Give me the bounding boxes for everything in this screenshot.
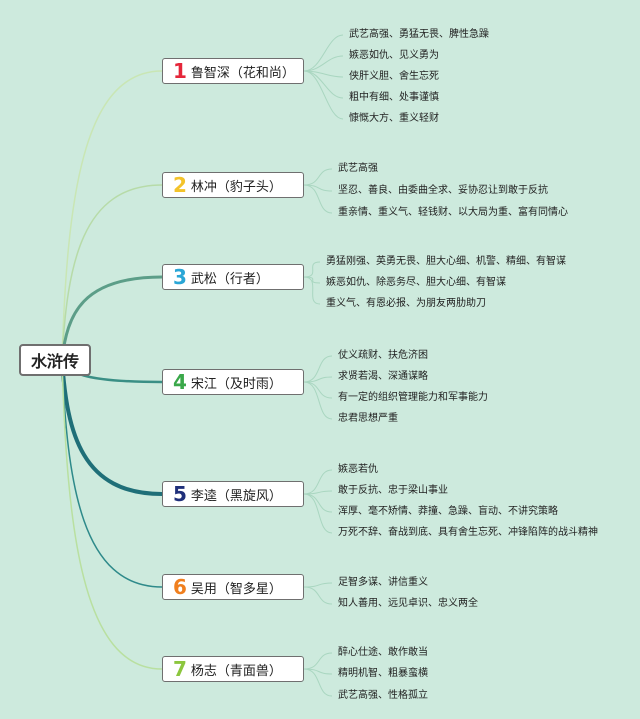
trait-text[interactable]: 武艺高强、性格孤立	[338, 690, 428, 701]
trait-text[interactable]: 仗义疏财、扶危济困	[338, 350, 428, 361]
trait-text[interactable]: 武艺高强	[338, 163, 378, 174]
trait-text[interactable]: 重亲情、重义气、轻钱财、以大局为重、富有同情心	[338, 207, 568, 218]
leaf-line	[303, 261, 321, 278]
leaf-line	[303, 582, 333, 588]
trait-text[interactable]: 浑厚、毫不矫情、莽撞、急躁、盲动、不讲究策略	[338, 506, 558, 517]
branch-line-5	[60, 359, 163, 496]
leaf-line	[303, 381, 333, 399]
hero-number: 6	[173, 575, 187, 599]
hero-name: 鲁智深（花和尚）	[190, 65, 295, 81]
branch-line-2	[61, 184, 163, 361]
leaf-line	[303, 469, 333, 495]
branch-line-1	[61, 70, 163, 361]
root-node[interactable]: 水浒传	[19, 344, 91, 376]
trait-text[interactable]: 有一定的组织管理能力和军事能力	[338, 392, 488, 403]
branch-line-7	[61, 359, 163, 670]
leaf-line	[303, 668, 333, 697]
branch-line-6	[61, 359, 163, 588]
leaf-line	[303, 34, 344, 72]
hero-name: 李逵（黑旋风）	[190, 488, 282, 504]
leaf-line	[303, 70, 344, 120]
trait-text[interactable]: 醉心仕途、敢作敢当	[338, 647, 428, 658]
trait-text[interactable]: 嫉恶若仇	[338, 464, 378, 475]
trait-text[interactable]: 慷慨大方、重义轻财	[349, 113, 439, 124]
trait-text[interactable]: 武艺高强、勇猛无畏、脾性急躁	[349, 29, 489, 40]
trait-text[interactable]: 精明机智、粗暴蛮横	[338, 668, 428, 679]
leaf-line	[303, 355, 333, 383]
hero-name: 林冲（豹子头）	[190, 179, 282, 195]
trait-text[interactable]: 求贤若渴、深通谋略	[338, 371, 428, 382]
root-title: 水浒传	[30, 352, 79, 371]
leaf-line	[303, 490, 333, 495]
hero-name: 吴用（智多星）	[190, 581, 282, 597]
leaf-line	[303, 652, 333, 670]
trait-text[interactable]: 重义气、有恩必报、为朋友两肋助刀	[326, 298, 486, 309]
trait-text[interactable]: 嫉恶如仇、见义勇为	[349, 50, 439, 61]
hero-name: 杨志（青面兽）	[190, 663, 282, 679]
trait-text[interactable]: 万死不辞、奋战到底、具有舍生忘死、冲锋陷阵的战斗精神	[338, 527, 598, 538]
hero-number: 1	[173, 59, 187, 83]
hero-number: 4	[173, 370, 187, 394]
trait-text[interactable]: 嫉恶如仇、除恶务尽、胆大心细、有智谋	[326, 277, 506, 288]
leaf-line	[303, 586, 333, 605]
leaf-line	[303, 381, 333, 420]
trait-text[interactable]: 坚忍、善良、由委曲全求、妥协忍让到敢于反抗	[338, 185, 548, 196]
leaf-line	[303, 168, 333, 186]
leaf-line	[303, 55, 344, 72]
hero-name: 宋江（及时雨）	[190, 376, 282, 392]
trait-text[interactable]: 勇猛刚强、英勇无畏、胆大心细、机警、精细、有智谋	[326, 256, 566, 267]
leaf-line	[303, 184, 333, 214]
hero-number: 5	[173, 482, 187, 506]
trait-text[interactable]: 敢于反抗、忠于梁山事业	[338, 485, 448, 496]
hero-number: 7	[173, 657, 187, 681]
trait-text[interactable]: 侠肝义胆、舍生忘死	[349, 71, 439, 82]
leaf-line	[303, 493, 333, 534]
trait-text[interactable]: 忠君思想严重	[338, 413, 398, 424]
trait-text[interactable]: 足智多谋、讲信重义	[338, 577, 428, 588]
hero-name: 武松（行者）	[190, 271, 269, 287]
hero-number: 3	[173, 265, 187, 289]
leaf-line	[303, 276, 321, 305]
hero-number: 2	[173, 173, 187, 197]
trait-text[interactable]: 粗中有细、处事谨慎	[349, 92, 439, 103]
trait-text[interactable]: 知人善用、远见卓识、忠义两全	[338, 598, 478, 609]
